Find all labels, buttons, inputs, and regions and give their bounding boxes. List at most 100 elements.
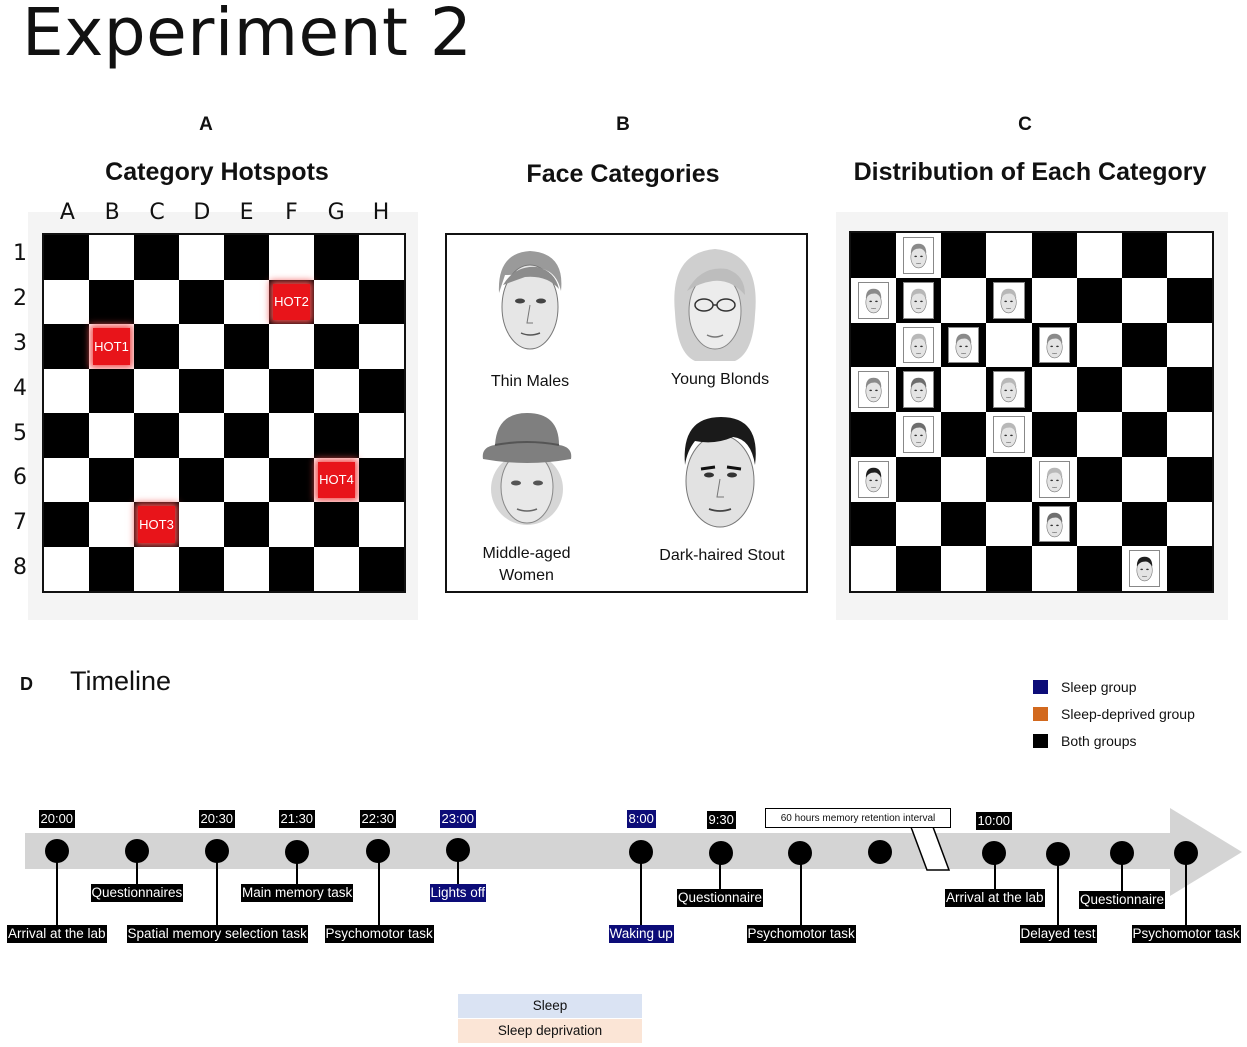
column-label: D — [193, 200, 211, 225]
distribution-cell — [851, 322, 897, 368]
column-label: F — [285, 200, 298, 225]
column-label: A — [59, 200, 75, 225]
board-cell — [179, 279, 224, 324]
board-cell — [44, 324, 89, 369]
event-connector — [216, 861, 218, 925]
event-label: Main memory task — [241, 884, 354, 902]
distribution-cell — [1166, 277, 1212, 323]
time-label: 21:30 — [278, 810, 316, 828]
hotspot-marker: HOT3 — [138, 506, 175, 543]
legend-item-sleep-deprived: Sleep-deprived group — [1033, 700, 1195, 727]
timeline-dot — [446, 838, 470, 862]
distribution-cell — [851, 501, 897, 547]
timeline-dot — [982, 841, 1006, 865]
board-cell — [44, 457, 89, 502]
young-blond-face-icon — [674, 249, 756, 361]
face-thumbnail-icon — [1128, 550, 1160, 587]
distribution-cell — [896, 367, 942, 412]
face-thumbnail-icon — [993, 416, 1025, 453]
board-cell — [314, 368, 359, 413]
board-cell: HOT2 — [269, 279, 314, 324]
distribution-cell — [986, 546, 1032, 591]
hotspot-marker: HOT2 — [273, 283, 310, 320]
timeline-legend: Sleep group Sleep-deprived group Both gr… — [1033, 673, 1195, 754]
distribution-cell — [851, 367, 897, 412]
board-cell — [269, 324, 314, 369]
timeline-dot — [45, 839, 69, 863]
distribution-cell — [986, 456, 1032, 502]
timeline-dot — [868, 840, 892, 864]
board-cell — [134, 457, 179, 502]
distribution-cell — [941, 277, 987, 323]
board-cell — [224, 324, 269, 369]
column-label: C — [149, 200, 165, 225]
row-label: 8 — [13, 555, 27, 580]
board-cell — [224, 235, 269, 280]
distribution-cell — [1121, 367, 1167, 412]
row-label: 6 — [13, 465, 27, 491]
panel-c-title: Distribution of Each Category — [853, 158, 1207, 186]
event-label: Waking up — [608, 925, 674, 943]
distribution-cell — [1031, 233, 1077, 278]
board-cell — [179, 413, 224, 458]
board-cell — [89, 546, 134, 591]
distribution-cell — [986, 322, 1032, 368]
face-thumbnail-icon — [858, 281, 890, 319]
distribution-cell — [1166, 501, 1212, 547]
distribution-cell — [1031, 367, 1077, 412]
board-cell — [359, 502, 404, 547]
distribution-cell — [986, 501, 1032, 547]
board-cell — [44, 279, 89, 324]
board-cell — [224, 502, 269, 547]
distribution-cell — [941, 233, 987, 278]
distribution-cell — [896, 456, 942, 502]
board-cell — [89, 279, 134, 324]
event-label: Arrival at the lab — [945, 889, 1045, 907]
event-label: Psychomotor task — [746, 925, 856, 943]
distribution-cell — [1166, 546, 1212, 591]
event-label: Spatial memory selection task — [126, 925, 308, 943]
phase-sleep-deprivation-box: Sleep deprivation — [458, 1019, 642, 1043]
distribution-cell — [1031, 456, 1077, 502]
distribution-cell — [1076, 501, 1122, 547]
face-thumbnail-icon — [858, 371, 890, 408]
panel-a-label: A — [199, 114, 213, 135]
event-connector — [1057, 863, 1059, 925]
timeline-title: Timeline — [70, 666, 172, 696]
board-cell — [269, 502, 314, 547]
time-label: 10:00 — [975, 812, 1013, 830]
distribution-cell — [941, 322, 987, 368]
distribution-cell — [1121, 277, 1167, 323]
thin-male-face-icon — [498, 251, 562, 350]
event-label: Delayed test — [1019, 925, 1097, 943]
time-label: 20:30 — [198, 810, 236, 828]
face-thumbnail-icon — [903, 281, 935, 319]
event-label: Psychomotor task — [324, 925, 434, 943]
board-cell — [179, 235, 224, 280]
event-label: Lights off — [429, 884, 487, 902]
row-label: 4 — [13, 375, 27, 401]
board-cell — [134, 324, 179, 369]
board-cell — [269, 235, 314, 280]
board-cell — [134, 279, 179, 324]
legend-item-both: Both groups — [1033, 727, 1195, 754]
board-cell — [359, 368, 404, 413]
board-cell — [44, 235, 89, 280]
face-categories-box: Thin Males Young Blonds Middle-aged Wome… — [445, 233, 808, 593]
distribution-cell — [941, 367, 987, 412]
distribution-cell — [941, 501, 987, 547]
timeline-dot — [285, 840, 309, 864]
panel-b-title: Face Categories — [526, 160, 720, 188]
hotspot-marker: HOT1 — [93, 328, 130, 365]
event-connector — [800, 863, 802, 925]
time-label: 22:30 — [359, 810, 397, 828]
board-cell — [44, 546, 89, 591]
event-connector — [457, 860, 459, 884]
face-thumbnail-icon — [858, 460, 890, 498]
board-cell — [89, 457, 134, 502]
face-thumbnail-icon — [903, 416, 935, 453]
board-cell — [314, 324, 359, 369]
hotspot-marker: HOT4 — [318, 461, 355, 498]
board-cell — [44, 502, 89, 547]
distribution-cell — [851, 456, 897, 502]
